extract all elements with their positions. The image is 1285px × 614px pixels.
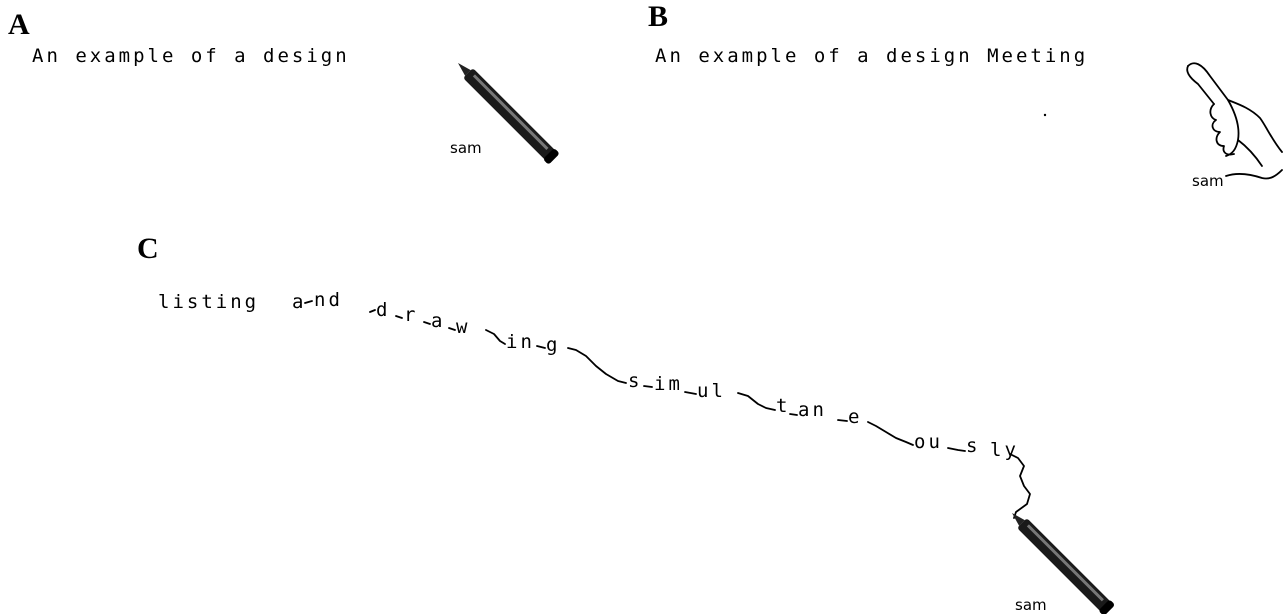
word-fragment: a xyxy=(431,310,445,332)
pen-icon xyxy=(1012,513,1114,614)
word-fragment: s xyxy=(966,435,980,457)
word-fragment: s xyxy=(628,370,642,392)
pen-stroke xyxy=(304,300,1031,519)
word-fragment: ly xyxy=(990,439,1019,461)
word-fragment: nd xyxy=(314,289,343,311)
panel-a-user: sam xyxy=(450,139,482,157)
word-fragment: ul xyxy=(697,380,726,402)
panel-b: B An example of a design Meeting sam xyxy=(648,0,1283,190)
word-fragment: r xyxy=(404,304,418,326)
word-fragment: t xyxy=(776,395,790,417)
pointing-hand-icon xyxy=(1186,62,1283,180)
word-fragment: w xyxy=(456,316,470,338)
panel-c-user: sam xyxy=(1015,596,1047,614)
word-fragment: d xyxy=(376,299,390,321)
panel-a-label: A xyxy=(8,8,30,41)
panel-b-text: An example of a design Meeting xyxy=(655,45,1088,67)
word-fragment: listing xyxy=(158,291,259,313)
word-fragment: a xyxy=(292,291,306,313)
word-fragment: e xyxy=(848,406,862,428)
stray-dot xyxy=(1043,113,1047,117)
panel-c-label: C xyxy=(137,232,159,265)
word-fragment: g xyxy=(546,334,560,356)
pen-icon xyxy=(458,63,559,164)
word-fragment: im xyxy=(654,373,683,395)
panel-b-label: B xyxy=(648,0,668,33)
panel-c: C listing a nd d r a w in g s im ul t an… xyxy=(137,232,1114,614)
panel-b-user: sam xyxy=(1192,172,1224,190)
word-fragment: ou xyxy=(914,431,943,453)
panel-a-text: An example of a design xyxy=(32,45,350,67)
panel-a: A An example of a design sam xyxy=(8,8,559,164)
word-fragment: in xyxy=(506,331,535,353)
word-fragment: an xyxy=(798,399,827,421)
